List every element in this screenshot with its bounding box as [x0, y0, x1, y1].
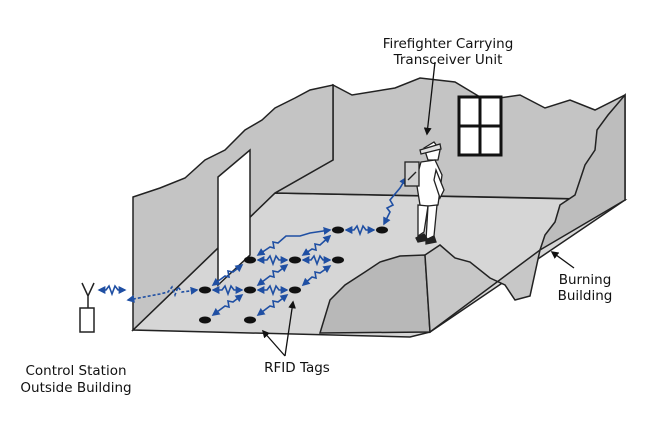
- rfid-tag-icon: [289, 286, 301, 294]
- control-station-icon: [79, 307, 95, 333]
- control-station-group: [79, 282, 95, 333]
- wireless-signal-icon: [301, 265, 332, 287]
- wireless-signal-icon: [301, 254, 332, 267]
- control-station-label-line2: Outside Building: [20, 380, 131, 396]
- wireless-signal-icon: [256, 226, 332, 256]
- rfid-tag-icon: [289, 256, 301, 264]
- wireless-signal-icon: [211, 284, 244, 297]
- wireless-signals: [97, 176, 407, 316]
- rfid-tag-icon: [199, 286, 211, 294]
- rfid-tags: [199, 226, 388, 324]
- label-pointers: [261, 61, 575, 357]
- rfid-tag-icon: [244, 316, 256, 324]
- wireless-signal-icon: [256, 284, 289, 297]
- firefighter-label-line1: Firefighter Carrying: [383, 36, 514, 52]
- rfid-tag-icon: [199, 316, 211, 324]
- burning-label-line2: Building: [558, 288, 613, 304]
- wireless-signal-icon: [301, 234, 332, 256]
- firefighter-label-line2: Transceiver Unit: [393, 52, 503, 68]
- window-icon: [457, 95, 503, 157]
- wireless-signal-icon: [211, 264, 244, 286]
- rfid-tag-icon: [332, 256, 344, 264]
- door-icon: [217, 148, 251, 287]
- burning-label-line1: Burning: [559, 272, 612, 288]
- wireless-signal-icon: [97, 284, 127, 297]
- rfid-tags-label: RFID Tags: [264, 360, 330, 376]
- wireless-signal-icon: [256, 294, 289, 316]
- wireless-signal-icon: [256, 264, 289, 286]
- rfid-tag-icon: [244, 286, 256, 294]
- antenna-icon: [81, 282, 95, 308]
- firefighter-icon: [404, 141, 445, 245]
- wireless-signal-icon: [211, 294, 244, 316]
- wireless-signal-icon: [344, 224, 376, 237]
- rfid-tag-icon: [332, 226, 344, 234]
- rubble-right: [424, 244, 542, 334]
- wireless-signal-icon: [256, 254, 289, 267]
- wireless-signal-icon: [383, 176, 407, 226]
- control-station-label-line1: Control Station: [25, 363, 126, 379]
- back-wall: [272, 77, 626, 201]
- wireless-signal-icon: [126, 285, 199, 303]
- rfid-tag-icon: [244, 256, 256, 264]
- rfid-tag-icon: [376, 226, 388, 234]
